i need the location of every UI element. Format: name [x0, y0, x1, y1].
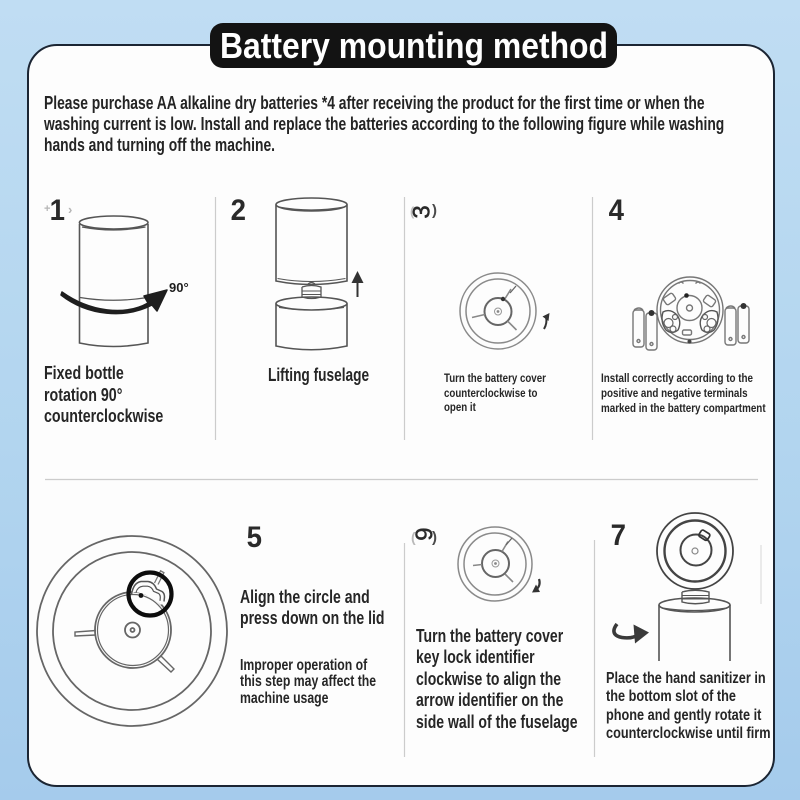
svg-text:90°: 90°	[169, 280, 189, 295]
